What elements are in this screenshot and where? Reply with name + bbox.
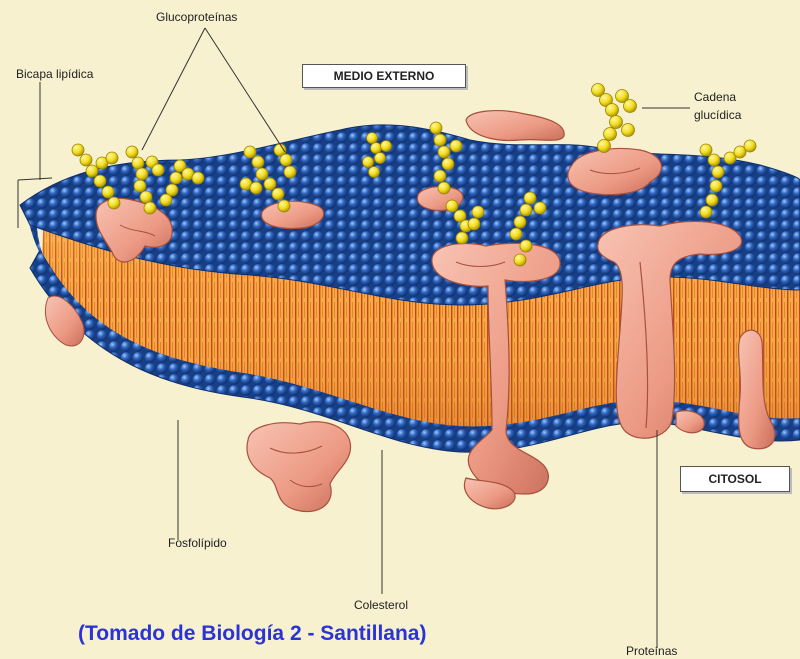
- carbohydrate-chain-label-line1: Cadena: [694, 90, 736, 104]
- phospholipid-label: Fosfolípido: [168, 536, 227, 550]
- glycoprotein-center: [262, 201, 324, 228]
- proteins-label: Proteínas: [626, 644, 677, 658]
- cytosol-label: CITOSOL: [680, 466, 790, 492]
- source-credit: (Tomado de Biología 2 - Santillana): [78, 622, 426, 646]
- peripheral-protein-bottom-left: [247, 422, 351, 512]
- carbohydrate-chain-label-line2: glucídica: [694, 108, 741, 122]
- glycoproteins-label: Glucoproteínas: [156, 10, 237, 24]
- cholesterol-label: Colesterol: [354, 598, 408, 612]
- peripheral-protein-top: [466, 111, 564, 141]
- external-medium-label: MEDIO EXTERNO: [302, 64, 466, 88]
- lipid-bilayer-label: Bicapa lipídica: [16, 67, 93, 81]
